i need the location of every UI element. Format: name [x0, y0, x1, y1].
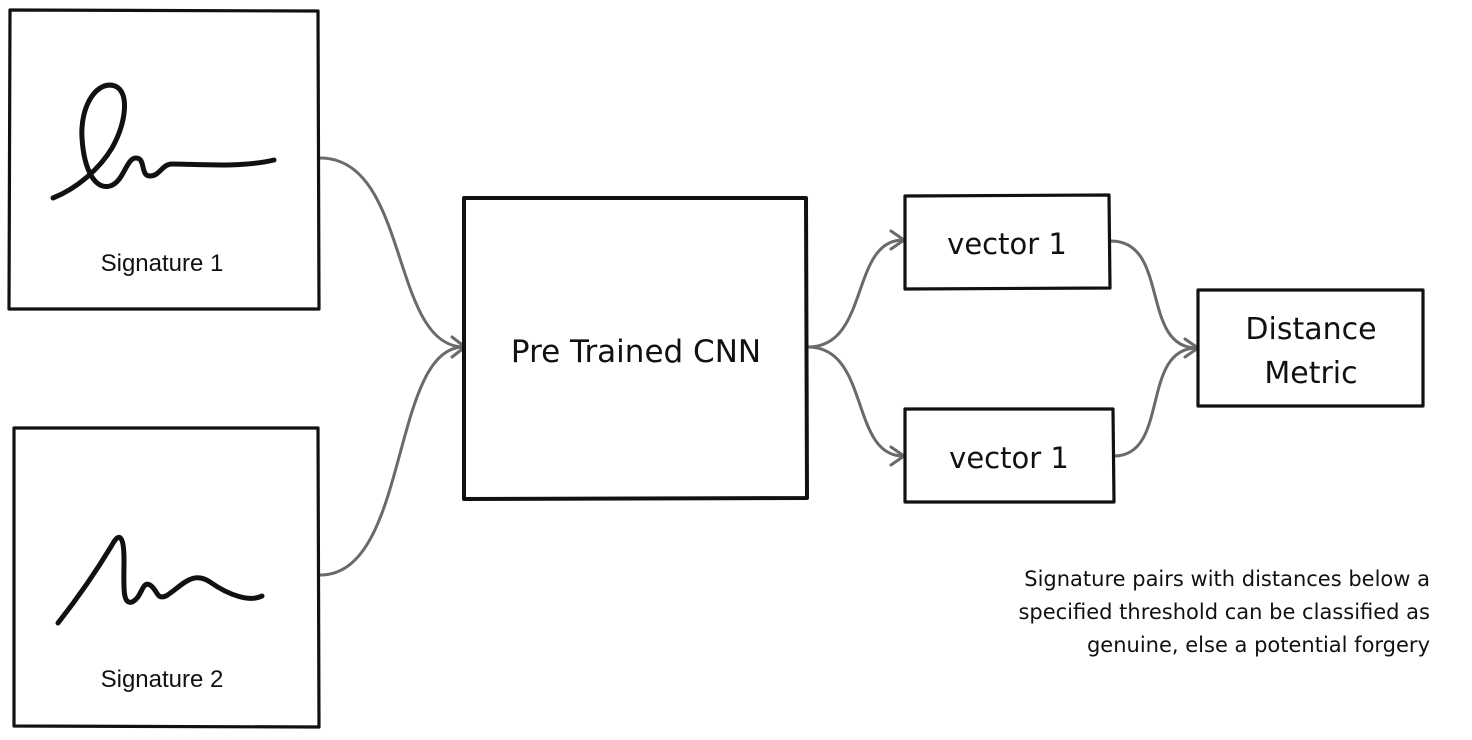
vector-bottom-box: vector 1 [903, 407, 1116, 504]
signature-2-label: Signature 2 [101, 666, 224, 693]
signature-1-box: Signature 1 [7, 8, 321, 311]
vector-top-label: vector 1 [947, 227, 1067, 261]
signature-2-box: Signature 2 [12, 426, 321, 729]
signature-1-label: Signature 1 [101, 250, 224, 277]
connector-vector-top-to-metric [1109, 239, 1199, 350]
distance-metric-label-line1: Distance [1245, 312, 1376, 347]
distance-metric-label-line2: Metric [1264, 356, 1357, 391]
signature-1-handwriting [50, 82, 277, 201]
cnn-box: Pre Trained CNN [462, 196, 809, 501]
signature-2-handwriting [55, 534, 265, 626]
connector-sig2-to-cnn [318, 345, 466, 577]
connector-cnn-to-vector-top [806, 238, 905, 349]
distance-metric-box: Distance Metric [1196, 288, 1425, 408]
vector-bottom-label: vector 1 [949, 441, 1069, 475]
connectors [318, 156, 1199, 577]
connector-cnn-to-vector-bottom [806, 345, 905, 458]
cnn-label: Pre Trained CNN [511, 334, 761, 370]
connector-vector-bottom-to-metric [1112, 346, 1199, 458]
connector-sig1-to-cnn [318, 156, 466, 349]
threshold-note: Signature pairs with distances below a s… [1018, 567, 1430, 657]
vector-top-box: vector 1 [903, 193, 1112, 291]
